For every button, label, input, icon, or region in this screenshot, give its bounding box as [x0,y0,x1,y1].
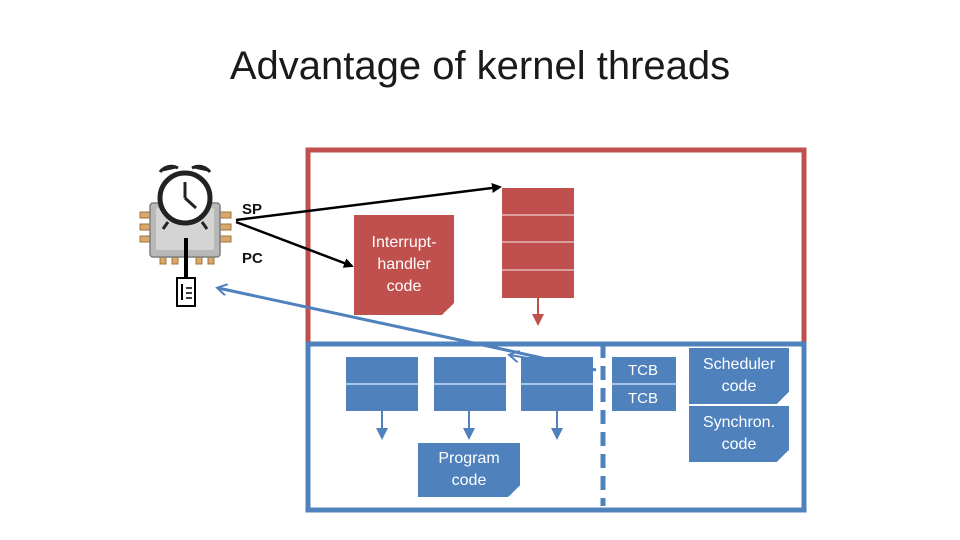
slide-title: Advantage of kernel threads [229,44,731,88]
sp-arrow [235,183,502,222]
tcb-label-2: TCB [628,390,658,407]
pc-arrow [235,220,354,268]
program-code-label: Program code [438,450,500,489]
pc-label: PC [242,250,263,267]
note-fold [777,392,789,404]
user-stack-1 [346,357,418,411]
note-fold [442,303,454,315]
tcb-arrow [510,355,597,371]
kernel-stack [502,188,574,298]
kernel-stack-arrowhead [532,314,544,326]
interrupt-handler-label: Interrupt-handler code [371,234,437,295]
tcb-label-1: TCB [628,362,658,379]
synchron-code-label: Synchron. code [702,414,776,453]
synchron-code-note: Synchron. code [689,406,789,462]
note-fold [508,485,520,497]
scheduler-code-note: Scheduler code [689,348,789,404]
scheduler-code-label: Scheduler code [702,356,776,395]
user-stack-2 [434,357,506,411]
user-stack-3 [521,357,593,411]
interrupt-handler-note: Interrupt-handler code [354,215,454,315]
sp-label: SP [242,201,263,218]
user-region [305,341,807,513]
thread-icon [176,238,196,307]
user-stack-arrows [376,411,563,440]
note-fold [777,450,789,462]
tcb-block [612,357,676,411]
program-code-note: Program code [418,443,520,497]
return-arrow [218,288,597,372]
clock-chip-icon [139,164,232,265]
